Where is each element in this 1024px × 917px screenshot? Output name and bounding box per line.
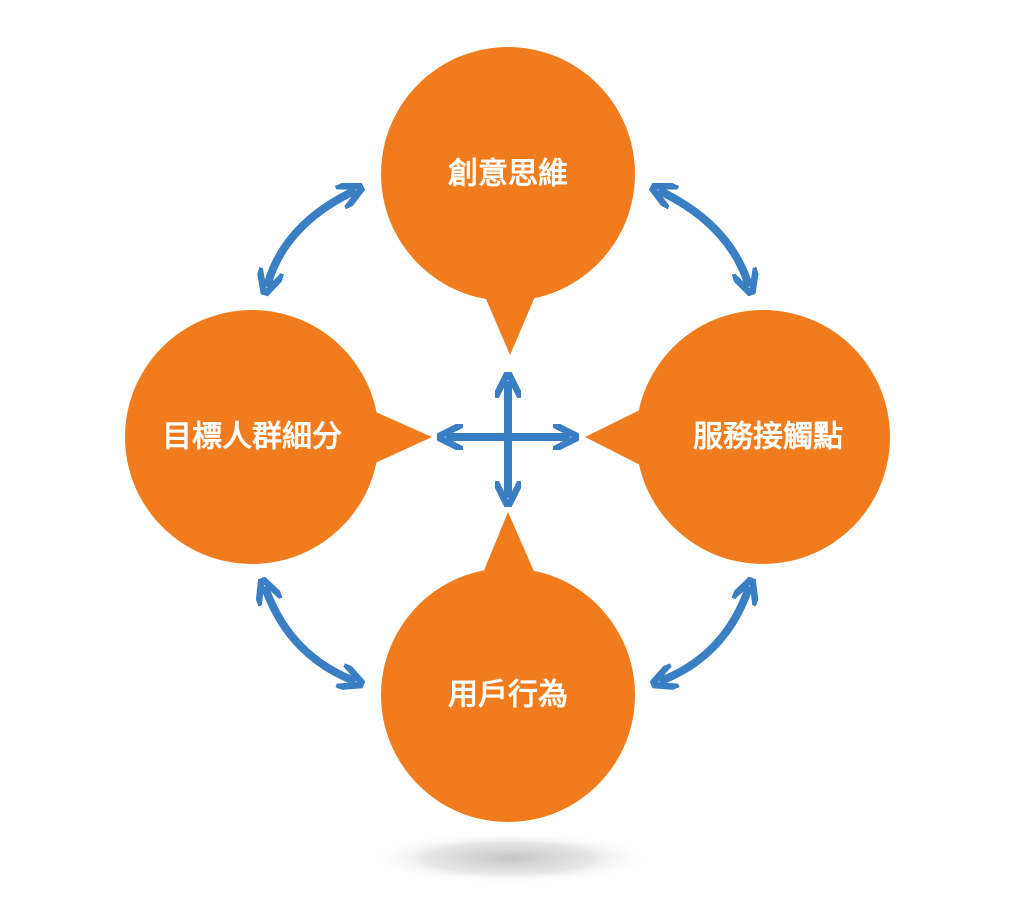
node-bottom-circle <box>381 568 635 822</box>
node-left-label: 目標人群細分 <box>162 420 342 455</box>
arrow-left-bottom <box>266 590 352 680</box>
node-bottom-label: 用戶行為 <box>448 678 568 713</box>
arrow-right-bottom <box>663 590 748 680</box>
connector-arrows <box>266 192 748 680</box>
node-top-pointer <box>480 285 540 355</box>
node-bottom-pointer <box>478 512 540 585</box>
center-cross-arrow-icon <box>450 385 566 494</box>
node-right-circle <box>636 310 890 564</box>
arrow-top-right <box>662 192 748 283</box>
node-left-circle <box>125 310 379 564</box>
node-right: 服務接觸點 <box>585 310 890 564</box>
node-top-label: 創意思維 <box>448 157 568 192</box>
node-top-circle <box>381 47 635 301</box>
arrow-top-left <box>268 192 352 283</box>
node-bottom: 用戶行為 <box>381 512 635 822</box>
node-left: 目標人群細分 <box>125 310 432 564</box>
node-right-label: 服務接觸點 <box>693 420 843 455</box>
node-top: 創意思維 <box>381 47 635 355</box>
ground-shadow <box>370 832 650 884</box>
node-right-pointer <box>585 405 650 470</box>
